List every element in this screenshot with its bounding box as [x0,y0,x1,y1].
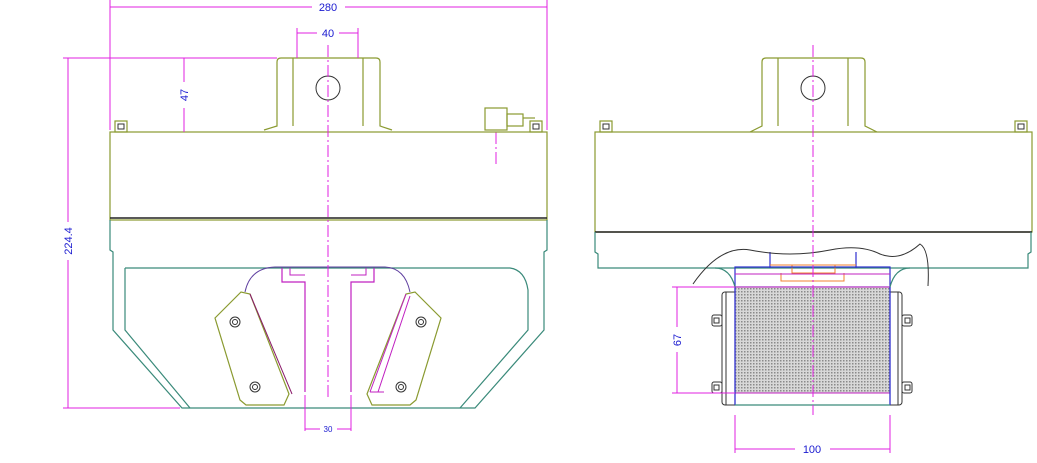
left-clamp-plate [214,291,293,406]
dimension-67: 67 [672,286,735,394]
dimension-47: 47 [63,57,277,132]
bolts [711,314,913,394]
dimension-40: 40 [296,28,359,58]
dimension-label: 30 [324,425,333,434]
dimension-30: 30 [304,395,352,434]
side-view: 67 100 [594,45,1033,456]
dimension-label: 100 [803,444,821,456]
dimension-100: 100 [734,415,891,456]
connector [484,107,535,165]
t-slot [244,266,411,392]
dimension-label: 280 [319,2,337,14]
dimension-280: 280 [109,0,548,130]
dimension-label: 40 [322,28,334,40]
front-view: 280 40 47 224.4 30 [63,0,548,434]
dimension-224-4: 224.4 [63,58,180,409]
dimension-label: 47 [179,89,191,101]
break-line [692,243,929,287]
right-clamp-plate [366,291,442,406]
dimension-label: 224.4 [63,227,75,255]
dimension-label: 67 [672,334,684,346]
